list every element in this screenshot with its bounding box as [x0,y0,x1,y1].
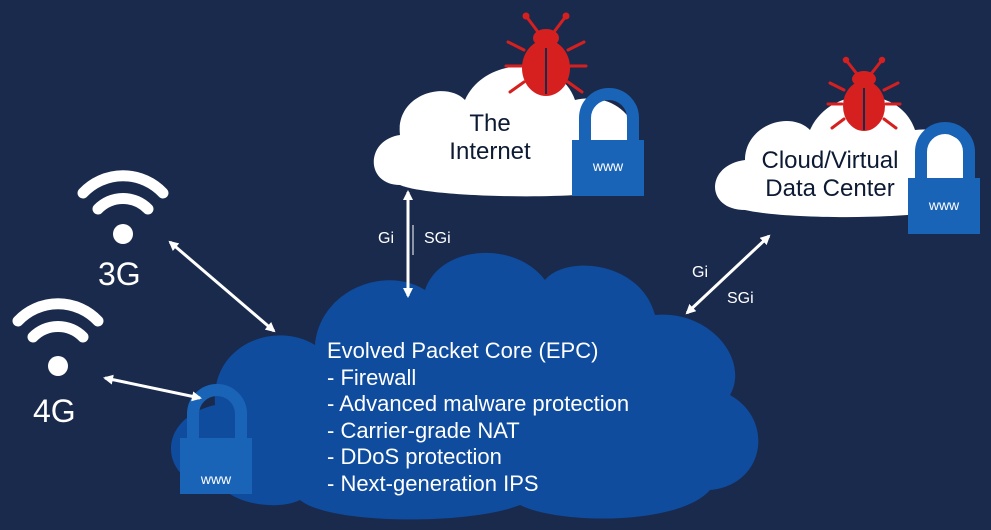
malware-bug-icon [826,56,902,131]
internet-link-sgi-label: SGi [424,230,451,247]
datacenter-cloud-label: Cloud/Virtual Data Center [745,147,915,203]
datacenter-label-line1: Cloud/Virtual [761,147,899,174]
epc-feature-ips: - Next-generation IPS [327,470,539,496]
epc-lock-text: www [200,471,232,487]
internet-lock-icon [572,88,644,196]
internet-label-line2: Internet [449,138,531,165]
arrow-epc-datacenter [685,234,771,315]
datacenter-link-gi-label: Gi [692,264,708,281]
epc-lock-icon [180,384,252,494]
wifi-4g-icon [12,298,104,376]
epc-cloud [170,252,759,520]
epc-feature-malware: - Advanced malware protection [327,391,630,416]
internet-link-gi-label: Gi [378,230,394,247]
network-3g-label: 3G [98,256,141,292]
network-4g-label: 4G [33,393,76,429]
malware-bug-icon [504,12,588,96]
datacenter-lock-text: www [928,197,960,213]
datacenter-label-line2: Data Center [765,175,895,202]
epc-title: Evolved Packet Core (EPC) [327,338,599,363]
epc-feature-firewall: - Firewall [327,364,417,390]
internet-cloud-label: The Internet [440,110,540,166]
internet-lock-text: www [592,158,624,174]
datacenter-link-sgi-label: SGi [727,290,754,307]
epc-feature-nat: - Carrier-grade NAT [327,417,520,443]
epc-feature-ddos: - DDoS protection [327,444,502,469]
wifi-3g-icon [77,170,169,244]
arrow-4g-epc [103,374,202,402]
epc-description: Evolved Packet Core (EPC) - Firewall - A… [327,338,629,497]
internet-label-line1: The [469,110,511,137]
datacenter-lock-icon [908,122,980,234]
arrow-3g-epc [168,240,276,333]
